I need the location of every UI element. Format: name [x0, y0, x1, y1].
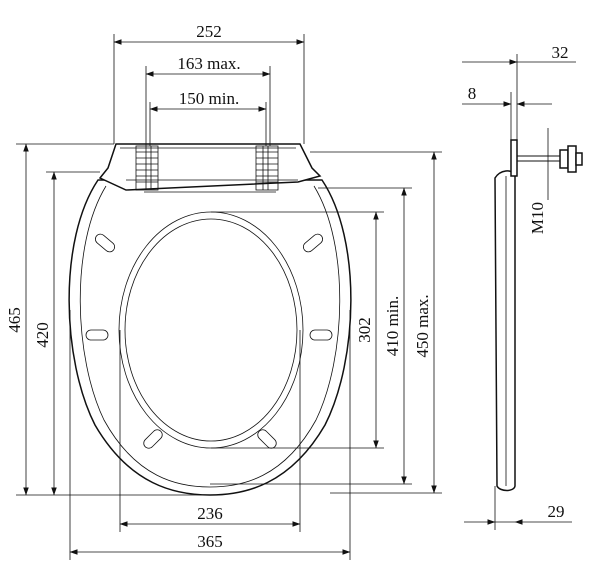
dim-hinge-max: 163 max. [177, 54, 240, 73]
dim-bolt: M10 [528, 202, 547, 234]
bumper-pad-bottom-right [257, 429, 277, 449]
dim-plate: 8 [468, 84, 477, 103]
dim-hinge-span: 252 [196, 22, 222, 41]
dim-total-length: 465 [5, 307, 24, 333]
dim-opening-length: 302 [355, 317, 374, 343]
bumper-pad-top-right [303, 233, 323, 253]
bumper-pad-mid-left [85, 329, 109, 341]
dim-total-width: 365 [197, 532, 223, 551]
bumper-pad-top-left [95, 233, 115, 253]
dim-bottom: 29 [548, 502, 565, 521]
seat-inner-edge [79, 185, 341, 488]
bolt-nut [559, 145, 583, 173]
seat-side-view [494, 128, 583, 492]
top-view-dimensions: 252 163 max. 150 min. 465 420 302 410 mi… [5, 22, 442, 560]
dim-hinge-min: 150 min. [179, 89, 239, 108]
hinge-block [98, 143, 322, 191]
hinge-post-left [135, 145, 159, 191]
hinge-post-right [255, 145, 279, 191]
dim-fix-max: 450 max. [413, 294, 432, 357]
dim-fix-min: 410 min. [383, 296, 402, 356]
seat-profile [494, 170, 516, 492]
hinge-plate [510, 139, 518, 177]
bumper-pad-mid-right [309, 329, 333, 341]
dim-depth: 32 [552, 43, 569, 62]
seat-top-view [68, 143, 352, 496]
side-view-dimensions: 32 8 M10 29 [462, 43, 576, 530]
dim-opening-width: 236 [197, 504, 223, 523]
bumper-pad-bottom-left [143, 429, 163, 449]
dim-seat-length: 420 [33, 322, 52, 348]
seat-opening-inner [124, 218, 298, 442]
